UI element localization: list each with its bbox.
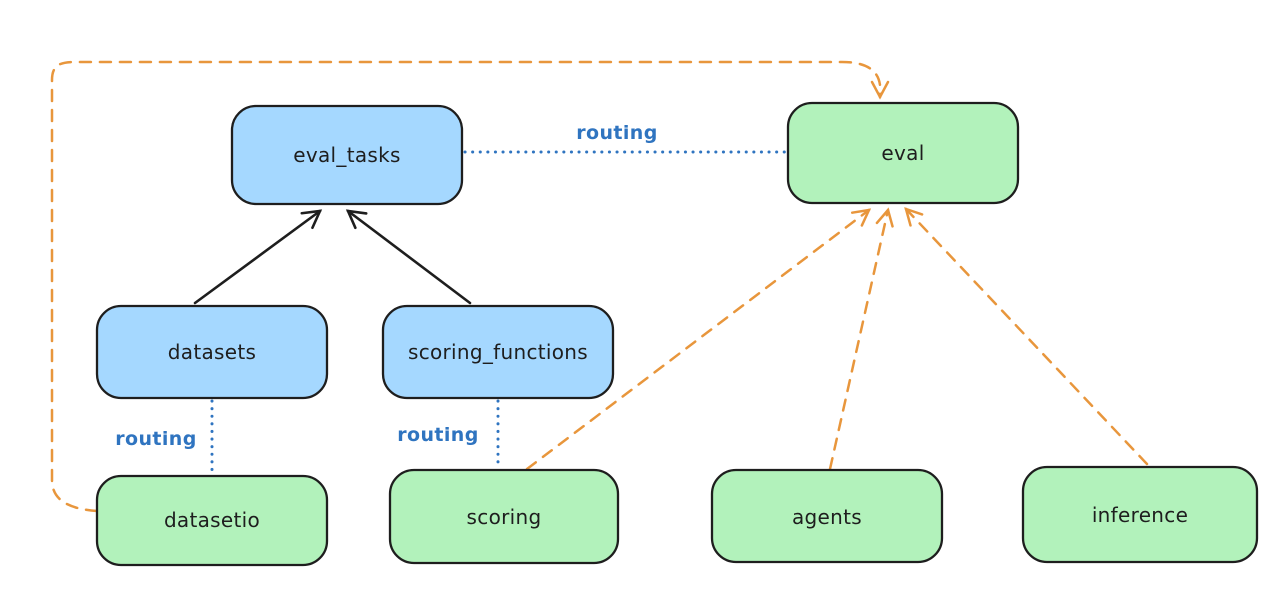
node-eval-tasks-label: eval_tasks (293, 143, 400, 167)
edge-scoring-functions-to-eval-tasks (345, 209, 472, 305)
node-eval-shape (786, 101, 1020, 205)
node-agents-label: agents (792, 505, 862, 529)
node-eval: eval (786, 101, 1020, 205)
node-datasets-shape (95, 304, 329, 400)
node-eval-tasks-shape (230, 104, 464, 206)
edge-datasets-to-eval-tasks (193, 209, 323, 305)
routing-label-scoring-functions-scoring: routing (397, 424, 478, 446)
node-inference-shape (1021, 465, 1259, 564)
node-datasetio-label: datasetio (164, 508, 260, 532)
node-inference: inference (1021, 465, 1259, 564)
node-scoring-functions: scoring_functions (381, 304, 615, 400)
edge-scoring-to-eval (525, 208, 872, 471)
node-scoring-functions-shape (381, 304, 615, 400)
node-scoring-shape (388, 468, 620, 565)
node-scoring-functions-label: scoring_functions (408, 340, 588, 364)
routing-label-datasets-datasetio: routing (115, 428, 196, 450)
node-agents: agents (710, 468, 944, 564)
node-datasetio-shape (95, 474, 329, 567)
node-datasetio: datasetio (95, 474, 329, 567)
edge-agents-to-eval (828, 207, 894, 471)
node-datasets-label: datasets (168, 340, 256, 364)
node-inference-label: inference (1092, 503, 1188, 527)
edge-datasetio-to-eval (50, 60, 890, 513)
node-scoring: scoring (388, 468, 620, 565)
node-agents-shape (710, 468, 944, 564)
node-eval-tasks: eval_tasks (230, 104, 464, 206)
node-datasets: datasets (95, 304, 329, 400)
node-eval-label: eval (881, 141, 924, 165)
node-scoring-label: scoring (467, 505, 542, 529)
edge-inference-to-eval (904, 207, 1149, 466)
routing-label-eval-tasks-eval: routing (576, 122, 657, 144)
